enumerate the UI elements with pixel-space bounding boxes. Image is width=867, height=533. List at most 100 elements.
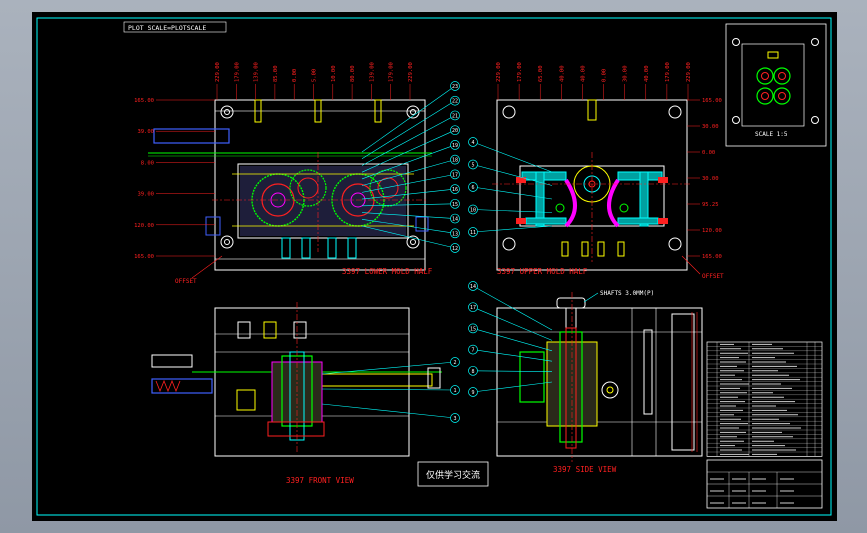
- spring: [155, 379, 181, 393]
- bolt-hole: [502, 105, 516, 119]
- plot-scale-tag: PLOT SCALE=PLOTSCALE: [128, 24, 206, 32]
- balloon-number: 11: [470, 230, 476, 236]
- balloon-number: 22: [452, 99, 458, 105]
- bolt-hole: [668, 237, 682, 251]
- dimension-label: 120.00: [134, 223, 154, 229]
- balloon-leader: [472, 186, 553, 200]
- dimension-label: 139.00: [254, 62, 260, 82]
- cad-drawing[interactable]: PLOT SCALE=PLOTSCALE: [32, 12, 837, 521]
- balloon-number: 10: [470, 208, 476, 214]
- dimension-label: 179.00: [234, 62, 240, 82]
- inset-slot: [767, 51, 779, 59]
- balloon-leader: [472, 328, 553, 352]
- balloon-number: 14: [470, 284, 476, 290]
- ejector-pin: [281, 237, 291, 259]
- dimension-label: 165.00: [134, 98, 154, 104]
- side-insert: [236, 389, 256, 411]
- dimension-label: 229.00: [496, 62, 502, 82]
- balloon-number: 17: [452, 172, 458, 178]
- balloon-leader: [472, 381, 553, 393]
- offset-label-right: OFFSET: [702, 273, 724, 280]
- balloon-number: 15: [452, 202, 458, 208]
- balloon-number: 23: [452, 84, 458, 90]
- guide-slot: [314, 99, 322, 123]
- dimension-label: 165.00: [702, 98, 722, 104]
- pin-slot: [617, 241, 625, 257]
- balloon-leader: [361, 144, 456, 180]
- balloon: [450, 413, 460, 423]
- pin: [619, 203, 629, 213]
- note-leader: [583, 292, 599, 303]
- upper-mold-caption: 3397 UPPER MOLD HALF: [497, 267, 588, 276]
- balloon: [450, 95, 460, 106]
- balloon: [468, 204, 478, 215]
- offset-label-left: OFFSET: [175, 278, 197, 285]
- inset-bolt: [811, 116, 819, 124]
- inset-bolt: [811, 38, 819, 46]
- balloon-number: 18: [452, 158, 458, 164]
- side-view-caption: 3397 SIDE VIEW: [553, 465, 617, 474]
- bolt-hole: [220, 105, 234, 119]
- balloon: [450, 357, 460, 367]
- balloon: [468, 387, 478, 397]
- balloon-number: 21: [452, 113, 458, 119]
- front-view: 3397 FRONT VIEW: [151, 302, 442, 485]
- inset-caption: SCALE 1:5: [755, 131, 788, 138]
- lock-block: [516, 177, 526, 183]
- dimension-label: 165.00: [702, 254, 722, 260]
- balloon-leader: [321, 403, 456, 419]
- gear-cavity: [377, 177, 399, 199]
- pin-slot: [581, 241, 589, 257]
- dimension-label: 179.00: [517, 62, 523, 82]
- dimension-label: 30.00: [623, 65, 629, 82]
- side-view: SHAFTS 3.0MM(P) 3397 SIDE VIEW: [496, 290, 703, 474]
- balloon-leader: [361, 115, 456, 166]
- bolt-hole: [406, 105, 420, 119]
- balloon-number: 17: [470, 305, 476, 311]
- cam-profile: [564, 178, 577, 228]
- balloon-leader: [361, 159, 456, 186]
- offset-leader: [681, 255, 701, 275]
- dimension-label: 179.00: [389, 62, 395, 82]
- gear-profile: [369, 169, 407, 207]
- side-insert: [559, 331, 583, 443]
- slide-bar: [153, 128, 230, 144]
- parts-list-table: [706, 341, 823, 457]
- balloon-leader: [472, 349, 553, 362]
- watermark-stamp-box: [417, 461, 489, 487]
- slide-core: [535, 171, 545, 227]
- balloon: [450, 125, 460, 136]
- balloon-number: 5: [471, 163, 474, 169]
- dimension-label: 30.00: [702, 124, 719, 130]
- bolt-hole: [406, 235, 420, 249]
- ejector-pin: [347, 237, 357, 259]
- lower-mold-half-view: 3397 LOWER MOLD HALF: [148, 99, 433, 276]
- inset-gear: [756, 67, 774, 85]
- balloon: [450, 198, 460, 209]
- plot-tag-box: [123, 21, 227, 33]
- balloon-number: 7: [471, 348, 474, 354]
- dimension-label: 30.00: [702, 176, 719, 182]
- dimension-label: 8.00: [141, 160, 154, 166]
- cavity-fill: [240, 166, 406, 236]
- inset-hub: [761, 72, 769, 80]
- slide-core: [525, 217, 567, 225]
- sprue-nozzle: [556, 297, 586, 309]
- lock-block: [658, 218, 668, 224]
- balloon-leader: [361, 225, 456, 249]
- balloon: [468, 302, 478, 313]
- screw-head: [293, 321, 307, 339]
- front-outline: [214, 307, 410, 457]
- inset-hub: [778, 72, 786, 80]
- slide-core: [639, 171, 649, 227]
- dimension-label: 229.00: [215, 62, 221, 82]
- dimension-label: 165.00: [134, 254, 154, 260]
- side-note: SHAFTS 3.0MM(P): [600, 290, 654, 297]
- dimension-label: 39.00: [137, 129, 154, 135]
- cam-profile: [607, 178, 620, 228]
- slide-bar: [151, 378, 213, 394]
